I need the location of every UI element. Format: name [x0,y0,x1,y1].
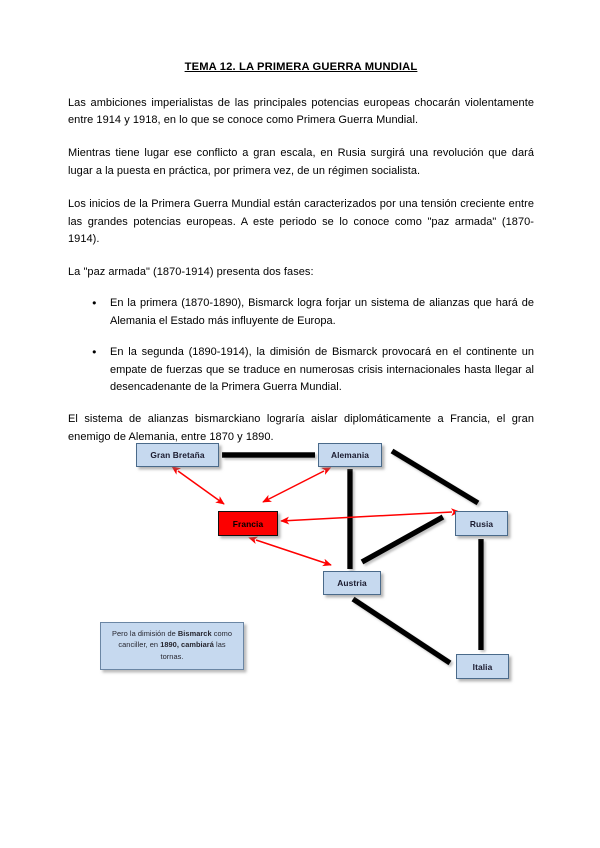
hostility-arrow-alemania-francia [262,467,332,503]
diagram-node-austria: Austria [323,571,381,595]
paragraph-2: Mientras tiene lugar ese conflicto a gra… [68,147,534,177]
note-line-1: Pero la dimisión de [112,629,176,638]
paragraph-1: Las ambiciones imperialistas de las prin… [68,96,534,127]
hostility-arrow-gran-bretana-francia [171,466,225,505]
note-line-2-emphasis: Bismarck [177,629,212,638]
diagram-note-box: Pero la dimisión de Bismarck como cancil… [100,622,244,670]
document-text-body: TEMA 12. LA PRIMERA GUERRA MUNDIAL Las a… [68,60,534,462]
page-title: TEMA 12. LA PRIMERA GUERRA MUNDIAL [184,61,418,73]
phases-list: En la primera (1870-1890), Bismarck logr… [68,294,534,397]
diagram-node-italia: Italia [456,654,509,679]
hostility-arrow-francia-austria [248,536,332,567]
diagram-node-francia: Francia [218,511,278,536]
list-item: En la primera (1870-1890), Bismarck logr… [92,294,534,331]
note-line-2: como canciller, en [118,629,232,650]
note-line-3: las tornas. [160,640,226,661]
diagram-node-label: Italia [472,661,493,672]
paragraph-4-lead-in: La "paz armada" (1870-1914) presenta dos… [68,266,314,279]
alliance-line-austria-rusia [360,514,445,565]
diagram-node-label: Austria [337,578,367,588]
alliance-line-austria-italia [351,596,452,666]
closing-paragraph: El sistema de alianzas bismarckiano logr… [68,413,534,443]
alliance-line-group [222,448,484,666]
note-line-3-emphasis: 1890, cambiará [160,640,214,650]
hostility-arrow-group [171,466,461,567]
diagram-node-rusia: Rusia [455,511,508,536]
list-item: En la segunda (1890-1914), la dimisión d… [92,343,534,397]
paragraph-3: Los inicios de la Primera Guerra Mundial… [68,197,534,246]
diagram-node-label: Francia [232,518,264,529]
hostility-arrow-rusia-francia [280,508,461,525]
diagram-node-label: Rusia [469,518,494,529]
